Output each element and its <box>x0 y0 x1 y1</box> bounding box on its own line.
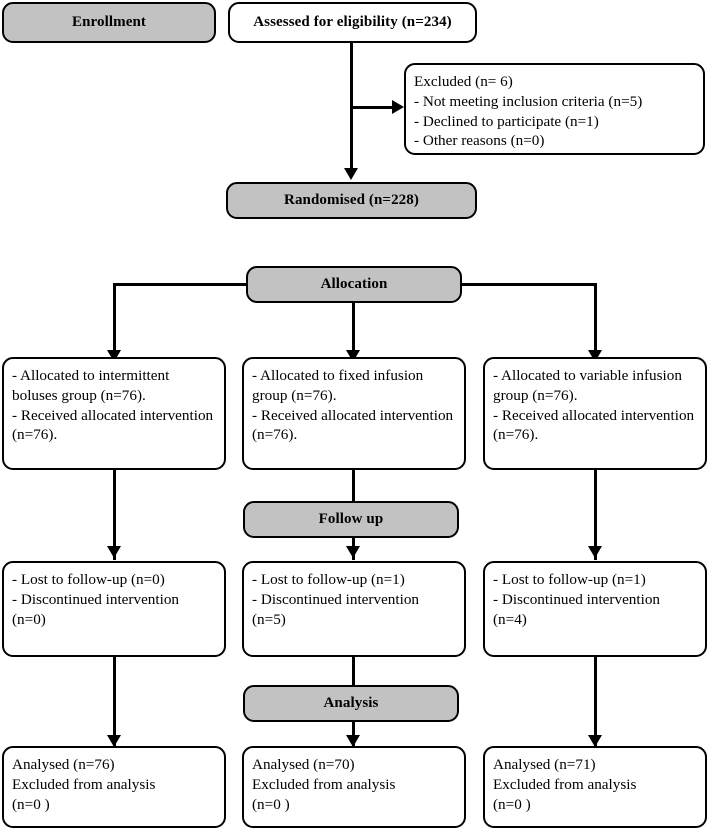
stage-label-follow-up: Follow up <box>243 501 459 538</box>
stage-label-enrollment: Enrollment <box>2 2 216 43</box>
arrowhead-followup-right <box>588 546 602 558</box>
assessed-text: Assessed for eligibility (n=234) <box>253 14 452 30</box>
arrowhead-analysis-right <box>588 735 602 747</box>
follow-up-stage-text: Follow up <box>318 511 384 527</box>
allocation-text-3: - Allocated to variable infusion group (… <box>493 367 695 444</box>
connector-analysis-stage-in <box>352 657 355 686</box>
box-followup-variable-infusion: - Lost to follow-up (n=1) - Discontinued… <box>483 561 707 657</box>
connector-followup-leg-left <box>113 470 116 560</box>
box-analysis-intermittent-boluses: Analysed (n=76) Excluded from analysis (… <box>2 746 226 828</box>
analysis-stage-text: Analysis <box>323 695 379 711</box>
connector-allocation-left <box>113 283 248 286</box>
followup-text-1: - Lost to follow-up (n=0) - Discontinued… <box>12 571 180 628</box>
randomised-text: Randomised (n=228) <box>284 192 419 208</box>
arrowhead-analysis-middle <box>346 735 360 747</box>
box-allocation-fixed-infusion: - Allocated to fixed infusion group (n=7… <box>242 357 466 470</box>
arrowhead-analysis-left <box>107 735 121 747</box>
stage-label-analysis: Analysis <box>243 685 459 722</box>
analysis-text-2: Analysed (n=70) Excluded from analysis (… <box>252 756 396 813</box>
stage-label-allocation: Allocation <box>246 266 462 303</box>
connector-followup-stage-in <box>352 470 355 502</box>
analysis-text-1: Analysed (n=76) Excluded from analysis (… <box>12 756 156 813</box>
connector-allocation-leg-right <box>594 283 597 355</box>
connector-to-excluded <box>350 106 398 109</box>
connector-allocation-leg-middle <box>352 303 355 355</box>
box-allocation-variable-infusion: - Allocated to variable infusion group (… <box>483 357 707 470</box>
enrollment-stage-text: Enrollment <box>71 14 147 30</box>
connector-analysis-leg-left <box>113 657 116 747</box>
arrowhead-excluded <box>392 100 404 114</box>
allocation-stage-text: Allocation <box>320 276 388 292</box>
followup-text-2: - Lost to follow-up (n=1) - Discontinued… <box>252 571 420 628</box>
arrowhead-followup-left <box>107 546 121 558</box>
excluded-text: Excluded (n= 6) - Not meeting inclusion … <box>414 73 643 150</box>
analysis-text-3: Analysed (n=71) Excluded from analysis (… <box>493 756 637 813</box>
connector-analysis-stage-out <box>352 721 355 747</box>
followup-text-3: - Lost to follow-up (n=1) - Discontinued… <box>493 571 661 628</box>
box-allocation-intermittent-boluses: - Allocated to intermittent boluses grou… <box>2 357 226 470</box>
connector-analysis-leg-right <box>594 657 597 747</box>
box-assessed-for-eligibility: Assessed for eligibility (n=234) <box>228 2 477 43</box>
box-randomised: Randomised (n=228) <box>226 182 477 219</box>
connector-allocation-leg-left <box>113 283 116 355</box>
allocation-text-2: - Allocated to fixed infusion group (n=7… <box>252 367 454 444</box>
arrowhead-followup-middle <box>346 546 360 558</box>
connector-followup-leg-right <box>594 470 597 560</box>
box-analysis-fixed-infusion: Analysed (n=70) Excluded from analysis (… <box>242 746 466 828</box>
arrowhead-randomised <box>344 168 358 180</box>
box-followup-intermittent-boluses: - Lost to follow-up (n=0) - Discontinued… <box>2 561 226 657</box>
box-followup-fixed-infusion: - Lost to follow-up (n=1) - Discontinued… <box>242 561 466 657</box>
connector-allocation-right <box>461 283 596 286</box>
box-excluded: Excluded (n= 6) - Not meeting inclusion … <box>404 63 705 155</box>
box-analysis-variable-infusion: Analysed (n=71) Excluded from analysis (… <box>483 746 707 828</box>
allocation-text-1: - Allocated to intermittent boluses grou… <box>12 367 214 444</box>
